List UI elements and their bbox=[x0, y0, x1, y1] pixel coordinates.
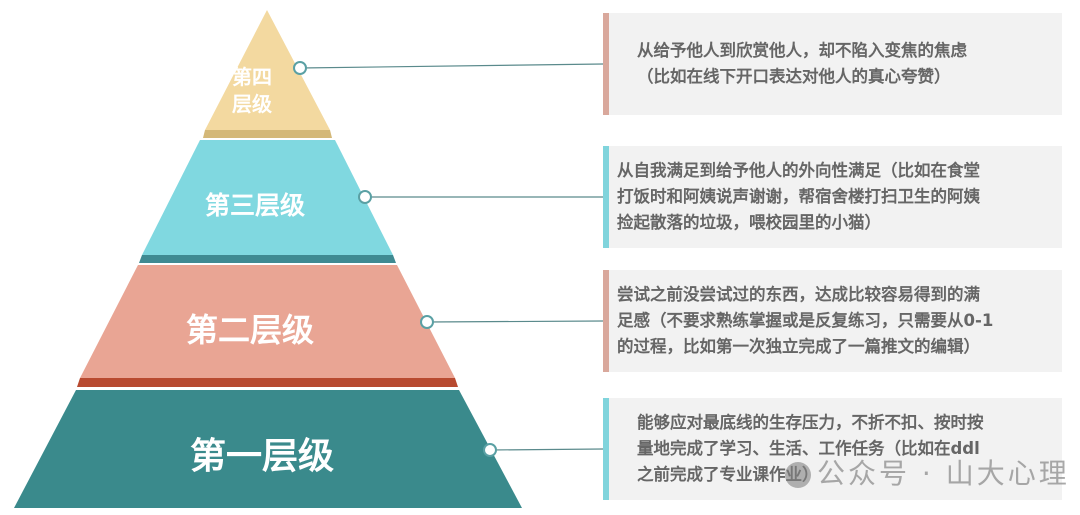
tier-2-description-box: 尝试之前没尝试过的东西，达成比较容易得到的满 足感（不要求熟练掌握或是反复练习，… bbox=[603, 270, 1062, 372]
tier-1-label: 第一层级 bbox=[190, 436, 335, 477]
accent-bar bbox=[603, 398, 609, 500]
tier-4-label-line1: 第四 bbox=[232, 65, 272, 89]
tier-2-description: 尝试之前没尝试过的东西，达成比较容易得到的满 足感（不要求熟练掌握或是反复练习，… bbox=[617, 285, 994, 356]
connector-line-2 bbox=[426, 320, 604, 323]
connector-dot-4 bbox=[293, 61, 307, 75]
tier-1-description: 能够应对最底线的生存压力，不折不扣、按时按 量地完成了学习、生活、工作任务（比如… bbox=[637, 413, 984, 484]
tier-4-description-box: 从给予他人到欣赏他人，却不陷入变焦的焦虑 （比如在线下开口表达对他人的真心夸赞） bbox=[603, 13, 1062, 115]
connector-dot-2 bbox=[420, 315, 434, 329]
wechat-icon bbox=[785, 462, 811, 488]
tier-2-label: 第二层级 bbox=[186, 311, 315, 349]
connector-line-4 bbox=[299, 63, 604, 69]
tier-4-base bbox=[203, 130, 332, 138]
tier-3-description-box: 从自我满足到给予他人的外向性满足（比如在食堂 打饭时和阿姨说声谢谢，帮宿舍楼打扫… bbox=[603, 146, 1062, 248]
accent-bar bbox=[603, 13, 609, 115]
tier-3-base bbox=[139, 255, 396, 263]
tier-3-label: 第三层级 bbox=[205, 191, 306, 220]
tier-4-label-line2: 层级 bbox=[232, 92, 272, 116]
tier-1-description-box: 能够应对最底线的生存压力，不折不扣、按时按 量地完成了学习、生活、工作任务（比如… bbox=[603, 398, 1062, 500]
tier-2-shape bbox=[80, 265, 455, 378]
tier-1-shape bbox=[14, 390, 522, 508]
tier-4-shape bbox=[205, 10, 330, 130]
tier-3-description: 从自我满足到给予他人的外向性满足（比如在食堂 打饭时和阿姨说声谢谢，帮宿舍楼打扫… bbox=[617, 161, 980, 232]
watermark: 公众号 · 山大心理 bbox=[785, 452, 1070, 492]
connector-dot-1 bbox=[483, 443, 497, 457]
accent-bar bbox=[603, 270, 609, 372]
tier-2-base bbox=[77, 378, 458, 387]
tier-4-description: 从给予他人到欣赏他人，却不陷入变焦的焦虑 （比如在线下开口表达对他人的真心夸赞） bbox=[637, 41, 967, 86]
watermark-text: 公众号 · 山大心理 bbox=[817, 457, 1070, 490]
connector-dot-3 bbox=[358, 190, 372, 204]
tier-4-label: 第四 层级 bbox=[232, 64, 272, 118]
tier-3-shape bbox=[142, 140, 393, 255]
accent-bar bbox=[603, 146, 609, 248]
connector-line-1 bbox=[489, 448, 604, 451]
